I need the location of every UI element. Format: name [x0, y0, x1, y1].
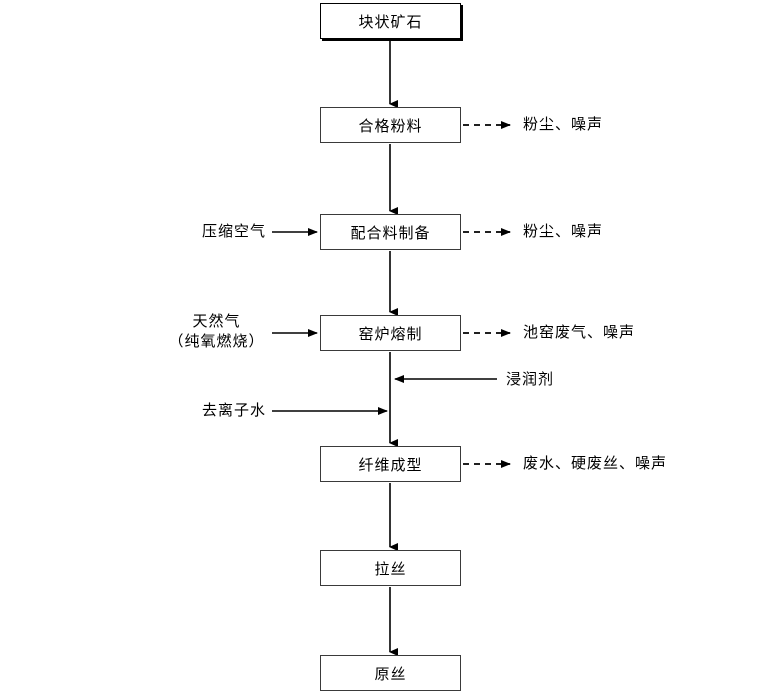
process-node-wire-drawing[interactable]: 拉丝 [320, 550, 461, 586]
input-label-text-line2: （纯氧燃烧） [168, 332, 265, 351]
output-label-text: 粉尘、噪声 [523, 222, 604, 240]
input-label-text-line1: 天然气 [192, 312, 241, 330]
output-label-text: 废水、硬废丝、噪声 [523, 454, 668, 472]
process-node-lump-ore[interactable]: 块状矿石 [320, 3, 461, 39]
output-label-text: 池窑废气、噪声 [523, 323, 636, 341]
node-label: 块状矿石 [358, 12, 423, 31]
node-label: 窑炉熔制 [358, 324, 423, 343]
input-label-text: 去离子水 [201, 401, 266, 419]
output-label-forming-emission: 废水、硬废丝、噪声 [523, 453, 667, 473]
process-node-furnace-melting[interactable]: 窑炉熔制 [320, 315, 461, 351]
node-label: 纤维成型 [358, 455, 423, 474]
process-node-qualified-powder[interactable]: 合格粉料 [320, 107, 461, 143]
process-node-batch-preparation[interactable]: 配合料制备 [320, 214, 461, 250]
input-label-text: 浸润剂 [506, 370, 555, 388]
input-label-natural-gas: 天然气 （纯氧燃烧） [164, 311, 269, 352]
node-label: 合格粉料 [358, 116, 423, 135]
input-label-text: 压缩空气 [201, 222, 266, 240]
output-label-powder-emission: 粉尘、噪声 [523, 114, 603, 134]
node-label: 原丝 [374, 664, 407, 683]
input-arrow-group [272, 228, 497, 415]
node-label: 拉丝 [374, 559, 407, 578]
output-label-text: 粉尘、噪声 [523, 115, 604, 133]
output-label-batch-emission: 粉尘、噪声 [523, 221, 603, 241]
output-arrow-group [463, 121, 511, 468]
output-label-furnace-emission: 池窑废气、噪声 [523, 322, 635, 342]
input-label-compressed-air: 压缩空气 [186, 221, 266, 241]
node-label: 配合料制备 [350, 223, 431, 242]
process-node-fiber-forming[interactable]: 纤维成型 [320, 446, 461, 482]
input-label-sizing-agent: 浸润剂 [506, 369, 554, 389]
input-label-deionized-water: 去离子水 [178, 400, 266, 420]
process-node-raw-strand[interactable]: 原丝 [320, 655, 461, 691]
